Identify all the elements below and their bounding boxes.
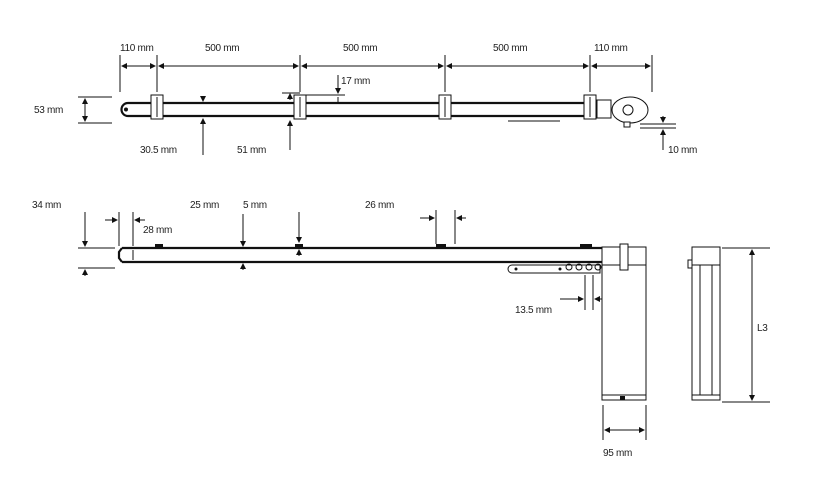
dim-bracket-height-label: 17 mm — [341, 76, 370, 87]
dim-offset-label: 10 mm — [668, 145, 697, 156]
dim-height — [78, 212, 115, 276]
top-view: 110 mm 500 mm 500 mm 500 mm 110 mm — [34, 43, 697, 156]
dim-bracket-height — [300, 75, 345, 104]
dim-end-left: 110 mm — [120, 43, 154, 54]
dim-motor-length — [722, 247, 770, 403]
dim-span-1: 500 mm — [205, 43, 239, 54]
dim-bracket — [420, 210, 466, 244]
motor-body-side — [687, 246, 721, 401]
dim-motor-length-label: L3 — [757, 323, 768, 334]
side-view: 34 mm 28 mm 25 mm 5 mm 26 mm 13.5 mm — [32, 200, 770, 459]
dim-hook-pitch-label: 13.5 mm — [515, 305, 552, 316]
dim-height-label: 34 mm — [32, 200, 61, 211]
dim-end-gap-label: 28 mm — [143, 225, 172, 236]
rail-top — [120, 101, 590, 122]
dim-runner-pitch-label: 25 mm — [190, 200, 219, 211]
dim-bracket-label: 26 mm — [365, 200, 394, 211]
dim-hook-pitch — [560, 275, 602, 310]
dim-offset — [640, 116, 676, 150]
dim-rail-height — [78, 96, 112, 124]
dim-end-right: 110 mm — [594, 43, 628, 54]
dim-runner-label: 5 mm — [243, 200, 267, 211]
rail-side — [117, 244, 605, 264]
motor-head-top — [596, 96, 649, 128]
dim-rail-height-label: 53 mm — [34, 105, 63, 116]
dim-rail-width-label: 30.5 mm — [140, 145, 177, 156]
dim-end-gap — [105, 212, 145, 246]
dim-motor-width — [602, 405, 647, 440]
dim-motor-width-label: 95 mm — [603, 448, 632, 459]
dim-bracket-width-label: 51 mm — [237, 145, 266, 156]
hook-plate — [507, 263, 602, 274]
dim-bracket-width — [282, 92, 300, 150]
dim-span-3: 500 mm — [493, 43, 527, 54]
extension-lines — [119, 55, 653, 92]
motor-body-front — [601, 243, 647, 401]
brackets — [150, 94, 597, 120]
dim-span-2: 500 mm — [343, 43, 377, 54]
